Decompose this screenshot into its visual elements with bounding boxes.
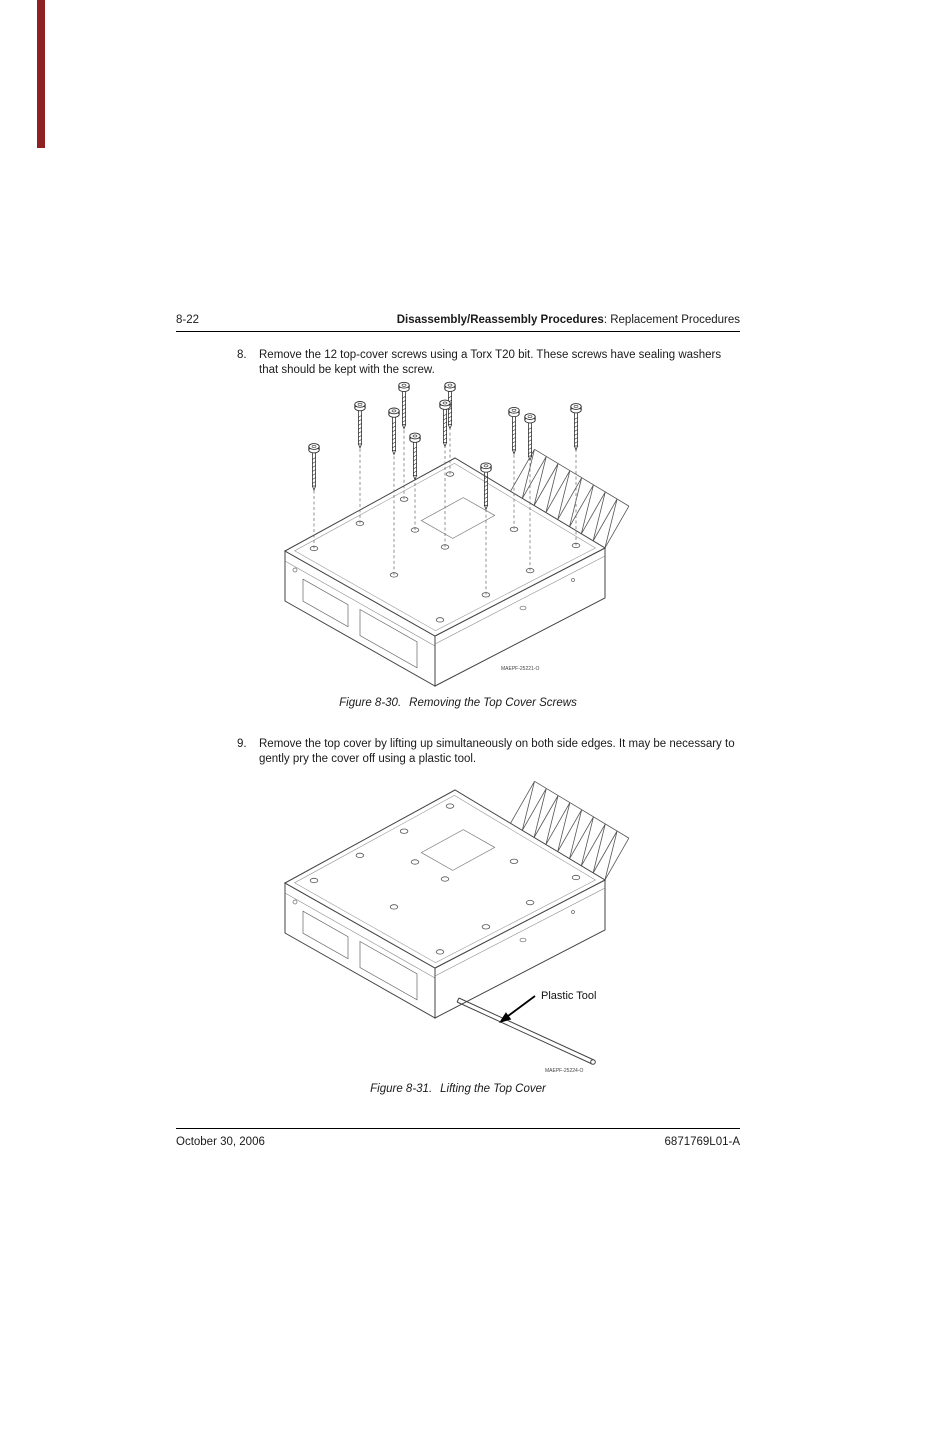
scan-edge-artifact (37, 0, 45, 148)
footer-date: October 30, 2006 (176, 1136, 265, 1148)
step-9-number: 9. (237, 738, 247, 750)
running-title-section: Disassembly/Reassembly Procedures (396, 314, 604, 326)
caption-label: Figure 8-31. (370, 1083, 433, 1095)
plastic-tool-arrow (499, 995, 536, 1023)
step-8-number: 8. (237, 349, 247, 361)
step-9: 9. Remove the top cover by lifting up si… (237, 737, 737, 767)
running-title-subsection: : Replacement Procedures (603, 314, 740, 326)
step-9-text: Remove the top cover by lifting up simul… (259, 738, 735, 766)
page-footer: October 30, 2006 6871769L01-A (176, 1128, 740, 1148)
figure-8-30: MAEPF-25221-O (176, 368, 740, 718)
figure-removing-screws-illustration: MAEPF-25221-O (284, 381, 630, 687)
page-header: 8-22 Disassembly/Reassembly Procedures: … (176, 314, 740, 332)
caption-label: Figure 8-30. (339, 697, 402, 709)
caption-title: Removing the Top Cover Screws (409, 697, 577, 709)
artwork-number: MAEPF-25224-O (545, 1068, 583, 1074)
page-number: 8-22 (176, 314, 200, 326)
figure-lifting-cover-illustration: Plastic Tool MAEPF-25224-O (284, 780, 630, 1074)
artwork-number: MAEPF-25221-O (501, 666, 539, 672)
figure-8-30-caption: Figure 8-30. Removing the Top Cover Screw… (176, 697, 740, 709)
caption-title: Lifting the Top Cover (440, 1083, 546, 1095)
running-title: Disassembly/Reassembly Procedures: Repla… (397, 314, 740, 326)
step-8-text: Remove the 12 top-cover screws using a T… (259, 349, 722, 377)
footer-document-number: 6871769L01-A (664, 1136, 740, 1148)
plastic-tool-label: Plastic Tool (541, 990, 596, 1002)
step-8: 8. Remove the 12 top-cover screws using … (237, 348, 737, 378)
figure-8-31-caption: Figure 8-31. Lifting the Top Cover (176, 1083, 740, 1095)
screw-guide-lines (313, 429, 577, 595)
plastic-tool-drawing (456, 997, 596, 1065)
figure-8-31: Plastic Tool MAEPF-25224-O (176, 760, 740, 1085)
